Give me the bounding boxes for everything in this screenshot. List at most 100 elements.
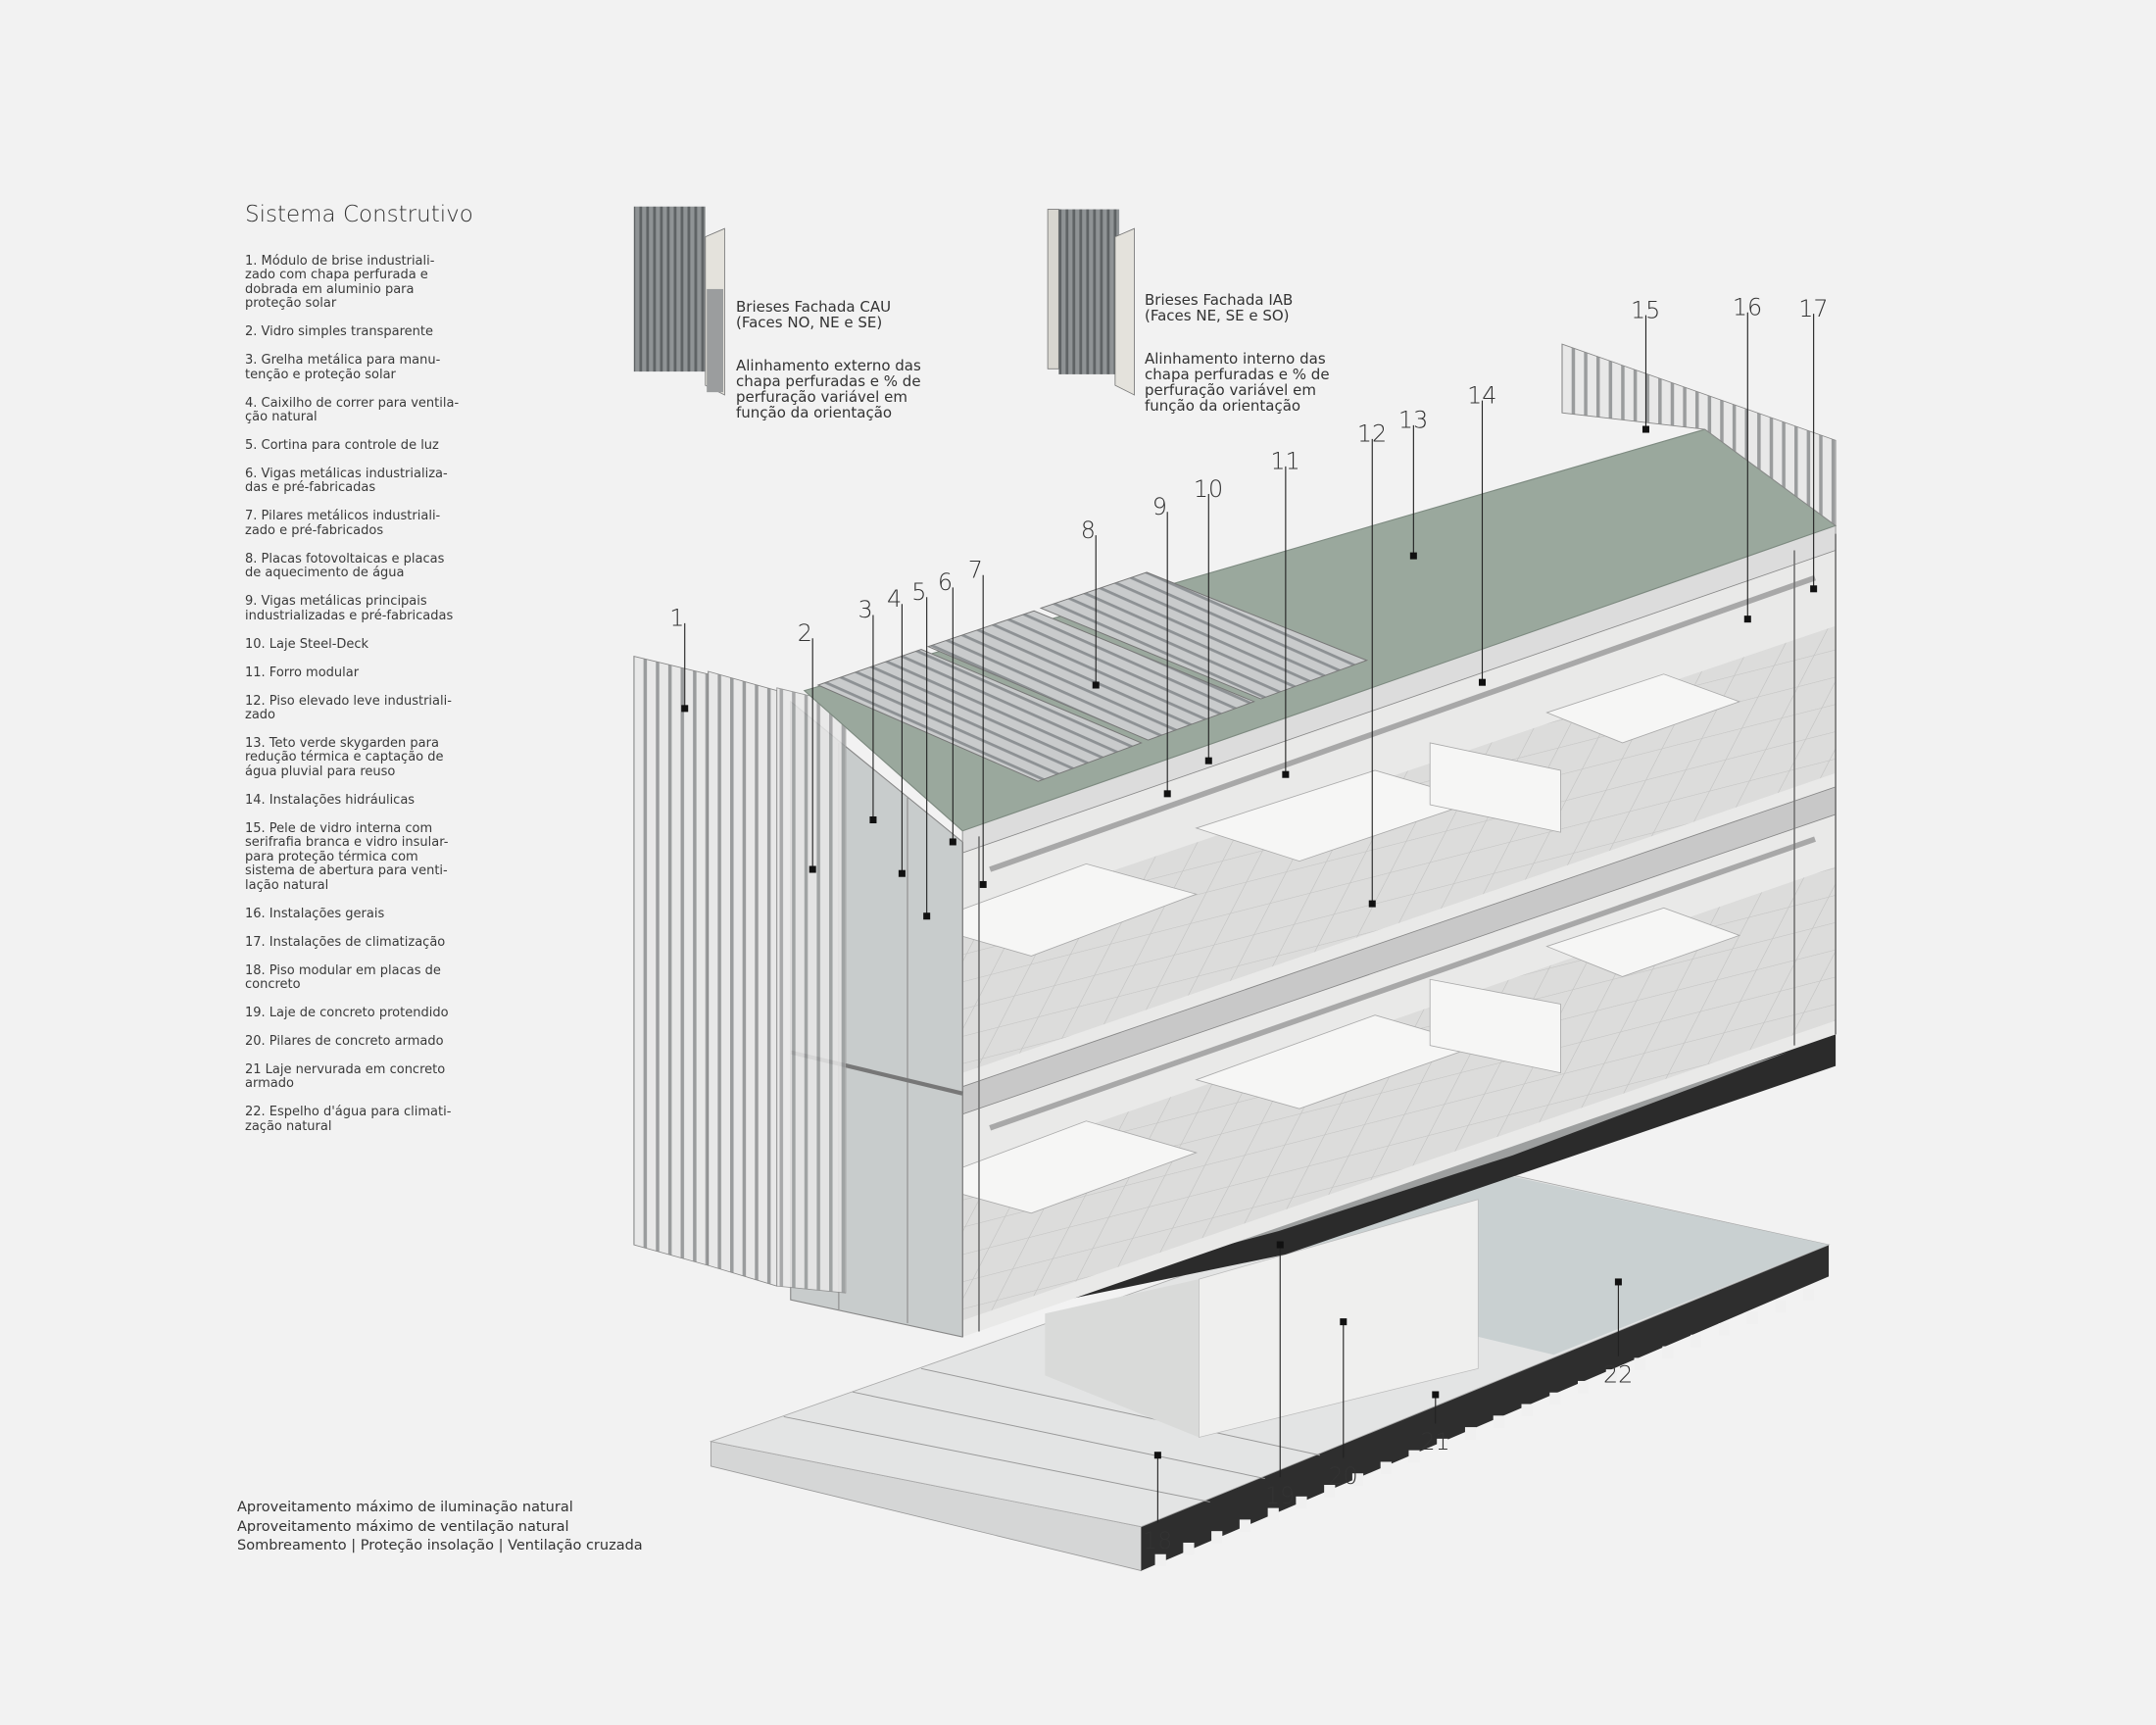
bottom-notes: Aproveitamento máximo de iluminação natu… (237, 1499, 643, 1556)
slab-rib (1662, 1346, 1674, 1359)
concrete-pillar (1045, 1199, 1479, 1438)
brise-module-cau-icon (633, 206, 725, 396)
note-shading: Sombreamento | Proteção insolação | Vent… (237, 1538, 643, 1553)
callout-number: 10 (1194, 475, 1223, 503)
callout-number: 4 (887, 585, 902, 613)
brise-modules (633, 656, 847, 1294)
callout-number: 20 (1328, 1462, 1357, 1490)
slab-rib (1493, 1415, 1504, 1428)
callout-dot (1810, 585, 1818, 593)
note-ventilation: Aproveitamento máximo de ventilação natu… (237, 1518, 569, 1535)
callout-number: 5 (911, 578, 926, 606)
legend-list: 1. Módulo de brise industriali- zado com… (245, 254, 480, 1149)
callout-number: 21 (1420, 1428, 1449, 1455)
brise-module-iab-icon (1047, 209, 1135, 396)
slab-rib (1521, 1404, 1533, 1417)
callout-dot (1642, 425, 1649, 433)
callout-number: 22 (1603, 1360, 1633, 1388)
legend-item: 12. Piso elevado leve industriali- zado (245, 693, 452, 723)
slab-rib (1267, 1507, 1279, 1521)
legend-item: 15. Pele de vidro interna com serifrafia… (245, 820, 449, 893)
callout-number: 7 (968, 557, 983, 584)
slab-rib (1803, 1288, 1815, 1302)
callout-dot (1163, 790, 1171, 798)
callout-dot (808, 865, 816, 873)
slab-rib (1746, 1311, 1758, 1324)
slab-rib (1324, 1485, 1336, 1498)
legend-item: 17. Instalações de climatização (245, 934, 446, 950)
legend-item: 5. Cortina para controle de luz (245, 438, 439, 454)
callout-dot (1409, 552, 1417, 560)
slab-rib (1351, 1473, 1364, 1486)
slab-rib (1775, 1300, 1787, 1313)
callout-dot (1743, 616, 1751, 623)
brise-cau-caption: Brieses Fachada CAU (Faces NO, NE e SE) … (736, 283, 921, 436)
callout-number: 18 (1143, 1527, 1172, 1554)
legend-item: 8. Placas fotovoltaicas e placas de aque… (245, 551, 445, 581)
callout-number: 6 (938, 568, 953, 596)
legend-item: 13. Teto verde skygarden para redução té… (245, 736, 444, 779)
callout-number: 3 (858, 596, 873, 623)
callout-dot (1204, 757, 1212, 764)
legend-item: 1. Módulo de brise industriali- zado com… (245, 254, 435, 312)
slab-rib (1464, 1427, 1477, 1440)
slab-rib (1437, 1438, 1448, 1452)
slab-rib (1154, 1553, 1166, 1567)
callout-number: 17 (1798, 295, 1828, 322)
callout-number: 2 (798, 619, 812, 647)
slab-rib (1211, 1531, 1223, 1544)
legend-item: 14. Instalações hidráulicas (245, 792, 416, 808)
callout-number: 15 (1631, 296, 1660, 323)
callout-number: 13 (1398, 407, 1428, 434)
brise-cau-title: Brieses Fachada CAU (Faces NO, NE e SE) (736, 298, 892, 331)
brise-cau-desc: Alinhamento externo das chapa perfuradas… (736, 357, 921, 421)
slab-rib (1605, 1369, 1617, 1382)
callout-number: 8 (1081, 517, 1096, 544)
slab-rib (1408, 1450, 1420, 1463)
callout-dot (1614, 1278, 1622, 1286)
callout-number: 1 (669, 605, 684, 632)
legend-item: 2. Vidro simples transparente (245, 324, 433, 340)
legend-item: 4. Caixilho de correr para ventila- ção … (245, 395, 460, 425)
page-title: Sistema Construtivo (245, 202, 473, 227)
callout-dot (979, 880, 987, 888)
legend-item: 19. Laje de concreto protendido (245, 1005, 449, 1020)
callout-number: 12 (1357, 420, 1387, 448)
callout-dot (1340, 1318, 1348, 1326)
callout-dot (1092, 681, 1100, 689)
slab-rib (1239, 1519, 1251, 1533)
slab-rib (1718, 1323, 1731, 1336)
legend-item: 21 Laje nervurada em concreto armado (245, 1061, 446, 1092)
callout-dot (1432, 1391, 1440, 1399)
callout-dot (1276, 1241, 1284, 1249)
callout-dot (681, 705, 689, 713)
building-interior (919, 524, 1837, 1338)
brise-iab-title: Brieses Fachada IAB (Faces NE, SE e SO) (1145, 291, 1294, 324)
slab-rib (1183, 1542, 1195, 1555)
callout-dot (869, 815, 877, 824)
callout-dot (1153, 1452, 1161, 1459)
slab-rib (1578, 1380, 1590, 1394)
legend-item: 7. Pilares metálicos industriali- zado e… (245, 509, 441, 538)
legend-item: 10. Laje Steel-Deck (245, 636, 369, 652)
callout-number: 9 (1152, 493, 1167, 520)
legend-item: 22. Espelho d'água para climati- zação n… (245, 1105, 452, 1134)
callout-dot (1368, 900, 1376, 908)
slab-rib (1690, 1334, 1702, 1348)
slab-rib (1634, 1357, 1645, 1371)
slab-rib (1549, 1392, 1561, 1405)
legend-item: 11. Forro modular (245, 665, 360, 680)
slab-rib (1380, 1461, 1392, 1475)
callout-number: 11 (1270, 448, 1299, 475)
legend-item: 6. Vigas metálicas industrializa- das e … (245, 467, 448, 496)
callout-dot (923, 912, 931, 920)
callout-dot (1282, 770, 1290, 778)
callout-number: 19 (1265, 1482, 1295, 1509)
slab-rib (1296, 1496, 1307, 1509)
legend-item: 9. Vigas metálicas principais industrial… (245, 594, 454, 623)
legend-item: 16. Instalações gerais (245, 906, 385, 921)
callout-dot (949, 838, 956, 846)
callout-number: 16 (1733, 294, 1762, 321)
